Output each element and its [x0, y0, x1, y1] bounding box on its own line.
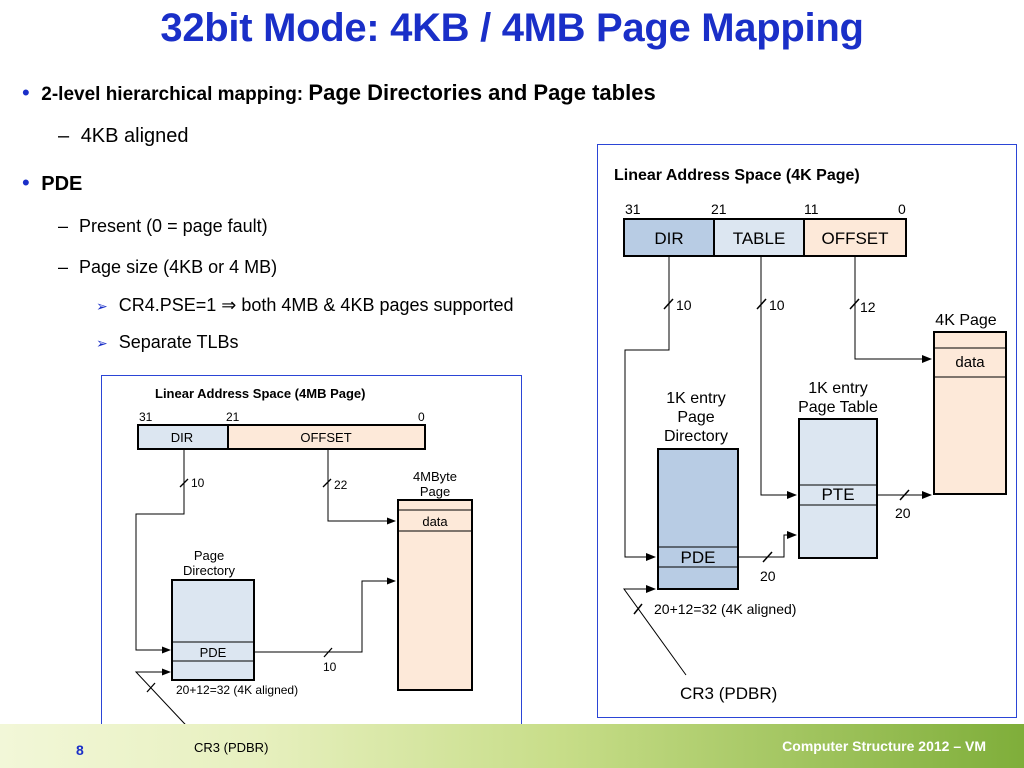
bit-0: 0: [418, 410, 425, 424]
label-aligned: 20+12=32 (4K aligned): [654, 601, 796, 617]
page-number: 8: [76, 742, 84, 758]
label-pde: PDE: [681, 548, 716, 567]
width-table: 10: [769, 297, 785, 313]
title-4mb: Linear Address Space (4MB Page): [155, 386, 365, 401]
label-aligned: 20+12=32 (4K aligned): [176, 683, 298, 697]
label-pte: PTE: [821, 485, 854, 504]
label-pde: PDE: [200, 645, 227, 660]
footer-cr3-label: CR3 (PDBR): [194, 740, 269, 755]
title-4k: Linear Address Space (4K Page): [614, 167, 860, 184]
bullet-pagesize: – Page size (4KB or 4 MB): [58, 257, 277, 278]
diagram-4k-page: Linear Address Space (4K Page) 31 21 11 …: [597, 144, 1017, 718]
bullet-tlbs: ➢ Separate TLBs: [96, 332, 239, 353]
label-data: data: [422, 514, 448, 529]
bit-31: 31: [625, 201, 641, 217]
label-4k-page: 4K Page: [935, 312, 996, 329]
diagram-4k-svg: Linear Address Space (4K Page) 31 21 11 …: [614, 167, 1007, 703]
pd-label-1: 1K entry: [666, 390, 726, 407]
dash-icon: –: [58, 216, 69, 236]
bullet-pde: • PDE: [22, 170, 82, 196]
label-data: data: [955, 354, 985, 371]
bullet-aligned: – 4KB aligned: [58, 125, 189, 148]
slash-mark: [762, 551, 773, 563]
bit-21: 21: [226, 410, 240, 424]
slash-mark: [899, 489, 910, 501]
pd-label-2: Directory: [183, 563, 236, 578]
width-20-pte: 20: [895, 505, 911, 521]
arrow-dir-to-pde: [135, 449, 185, 654]
width-20-pde: 20: [760, 568, 776, 584]
bullet-hierarchical: • 2-level hierarchical mapping: Page Dir…: [22, 80, 656, 106]
arrow-offset-to-data: [327, 449, 396, 525]
bullet-pde-text: PDE: [41, 173, 83, 195]
width-offset: 12: [860, 299, 876, 315]
bullet-tlbs-text: Separate TLBs: [118, 332, 239, 352]
box-page-directory: [657, 448, 739, 590]
field-table: [713, 218, 805, 257]
label-table: TABLE: [733, 229, 786, 248]
diagram-4mb-page: Linear Address Space (4MB Page) 31 21 0 …: [101, 375, 522, 760]
arrowhead-bullet-icon: ➢: [96, 298, 108, 314]
box-page-directory: [171, 579, 255, 681]
box-4mb-page: [397, 499, 473, 691]
bit-11: 11: [804, 201, 819, 217]
bullet-pagesize-text: Page size (4KB or 4 MB): [79, 257, 278, 277]
page-label-2: Page: [420, 484, 450, 499]
pt-label-2: Page Table: [798, 399, 878, 416]
box-page-table: [798, 418, 878, 559]
arrow-pde-to-pt: [738, 531, 797, 558]
label-dir: DIR: [171, 430, 193, 445]
arrow-cr3-to-pd: [623, 585, 687, 676]
page-label-1: 4MByte: [413, 469, 457, 484]
width-dir: 10: [191, 476, 205, 490]
bullet-dot-icon: •: [22, 80, 30, 105]
footer-bar: [0, 724, 1024, 768]
pd-label-3: Directory: [664, 428, 728, 445]
bullet-pse: ➢ CR4.PSE=1 ⇒ both 4MB & 4KB pages suppo…: [96, 295, 514, 316]
bullet-aligned-text: 4KB aligned: [80, 125, 189, 147]
slash-mark: [633, 603, 643, 615]
bullet-pse-text: CR4.PSE=1 ⇒ both 4MB & 4KB pages support…: [118, 295, 514, 315]
slash-mark: [322, 478, 332, 488]
label-dir: DIR: [654, 229, 683, 248]
bullet-prefix: 2-level hierarchical mapping:: [41, 84, 309, 105]
dash-icon: –: [58, 125, 70, 147]
box-4k-page: [933, 331, 1007, 495]
bit-31: 31: [139, 410, 153, 424]
width-offset: 22: [334, 478, 348, 492]
field-offset: [227, 424, 426, 450]
pd-label-1: Page: [194, 548, 224, 563]
footer-course: Computer Structure 2012 – VM: [782, 738, 986, 754]
bit-21: 21: [711, 201, 727, 217]
bullet-present-text: Present (0 = page fault): [79, 216, 268, 236]
arrow-table-to-pte: [760, 256, 797, 499]
bit-0: 0: [898, 201, 906, 217]
slash-mark: [323, 647, 333, 658]
label-offset: OFFSET: [821, 229, 888, 248]
bullet-present: – Present (0 = page fault): [58, 216, 268, 237]
width-10-pde: 10: [323, 660, 337, 674]
arrow-dir-to-pde: [624, 256, 670, 561]
diagram-4mb-svg: Linear Address Space (4MB Page) 31 21 0 …: [134, 386, 473, 739]
bullet-emphasis: Page Directories and Page tables: [308, 80, 656, 105]
arrowhead-bullet-icon: ➢: [96, 335, 108, 351]
bullet-dot-icon: •: [22, 170, 30, 195]
slide-title: 32bit Mode: 4KB / 4MB Page Mapping: [160, 6, 864, 50]
label-offset: OFFSET: [300, 430, 351, 445]
dash-icon: –: [58, 257, 69, 277]
arrow-pde-to-page: [254, 577, 396, 653]
label-cr3: CR3 (PDBR): [680, 684, 777, 703]
slash-mark: [146, 682, 156, 693]
arrow-cr3-to-pd: [134, 668, 199, 739]
arrow-offset-to-data: [854, 256, 932, 363]
pt-label-1: 1K entry: [808, 380, 868, 397]
width-dir: 10: [676, 297, 692, 313]
pd-label-2: Page: [677, 409, 714, 426]
